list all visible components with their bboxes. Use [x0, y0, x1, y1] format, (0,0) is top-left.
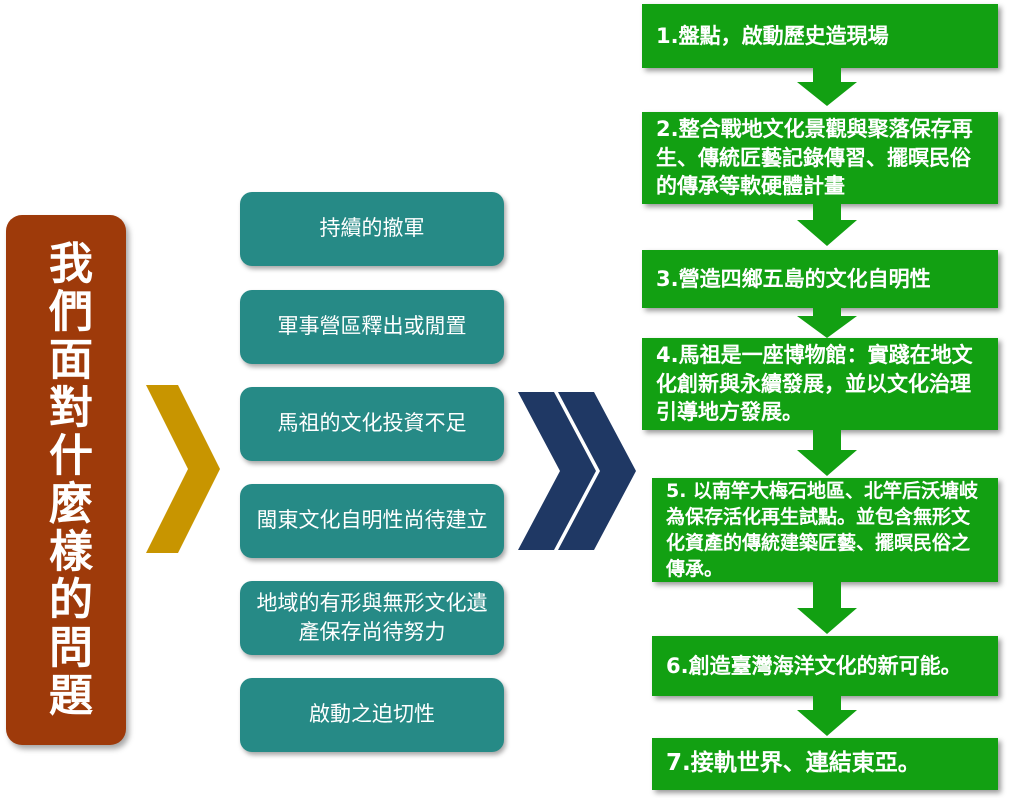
problem-box: 閩東文化自明性尚待建立 — [240, 484, 504, 558]
down-arrow-icon — [797, 306, 857, 338]
down-arrow-icon — [797, 428, 857, 476]
step-box: 5. 以南竿大梅石地區、北竿后沃塘岐為保存活化再生試點。並包含無形文化資產的傳統… — [652, 478, 998, 582]
step-box: 7.接軌世界、連結東亞。 — [652, 738, 998, 790]
step-label: 5. 以南竿大梅石地區、北竿后沃塘岐為保存活化再生試點。並包含無形文化資產的傳統… — [666, 479, 979, 581]
down-arrow-icon — [797, 66, 857, 106]
step-box: 4.馬祖是一座博物館：實踐在地文化創新與永續發展，並以文化治理引導地方發展。 — [642, 338, 998, 430]
step-label: 2.整合戰地文化景觀與聚落保存再生、傳統匠藝記錄傳習、擺暝民俗的傳承等軟硬體計畫 — [656, 116, 973, 199]
down-arrow-icon — [797, 202, 857, 246]
down-arrow-icon — [797, 694, 857, 736]
step-label: 6.創造臺灣海洋文化的新可能。 — [666, 653, 962, 678]
step-box: 3.營造四鄉五島的文化自明性 — [642, 250, 998, 308]
problem-label: 持續的撤軍 — [319, 216, 425, 241]
down-arrow-icon — [797, 580, 857, 634]
problem-label: 閩東文化自明性尚待建立 — [256, 508, 488, 533]
title: 我們面對什麼樣的問題 — [41, 240, 92, 720]
double-chevron-icon — [518, 392, 636, 550]
problem-label: 軍事營區釋出或閒置 — [277, 314, 467, 339]
problem-label: 啟動之迫切性 — [309, 702, 435, 727]
step-box: 1.盤點，啟動歷史造現場 — [642, 4, 998, 68]
step-label: 1.盤點，啟動歷史造現場 — [656, 23, 889, 48]
problem-box: 軍事營區釋出或閒置 — [240, 290, 504, 364]
problem-box: 持續的撤軍 — [240, 192, 504, 266]
step-box: 2.整合戰地文化景觀與聚落保存再生、傳統匠藝記錄傳習、擺暝民俗的傳承等軟硬體計畫 — [642, 112, 998, 204]
problem-box: 馬祖的文化投資不足 — [240, 387, 504, 461]
problem-box: 啟動之迫切性 — [240, 678, 504, 752]
step-label: 7.接軌世界、連結東亞。 — [666, 750, 921, 777]
gold-chevron-icon — [146, 385, 220, 553]
problem-label: 馬祖的文化投資不足 — [277, 411, 467, 436]
problem-label: 地域的有形與無形文化遺產保存尚待努力 — [256, 590, 488, 644]
title-box: 我們面對什麼樣的問題 — [6, 215, 126, 745]
step-box: 6.創造臺灣海洋文化的新可能。 — [652, 636, 998, 696]
problem-box: 地域的有形與無形文化遺產保存尚待努力 — [240, 581, 504, 655]
step-label: 4.馬祖是一座博物館：實踐在地文化創新與永續發展，並以文化治理引導地方發展。 — [656, 342, 973, 425]
step-label: 3.營造四鄉五島的文化自明性 — [656, 266, 931, 291]
